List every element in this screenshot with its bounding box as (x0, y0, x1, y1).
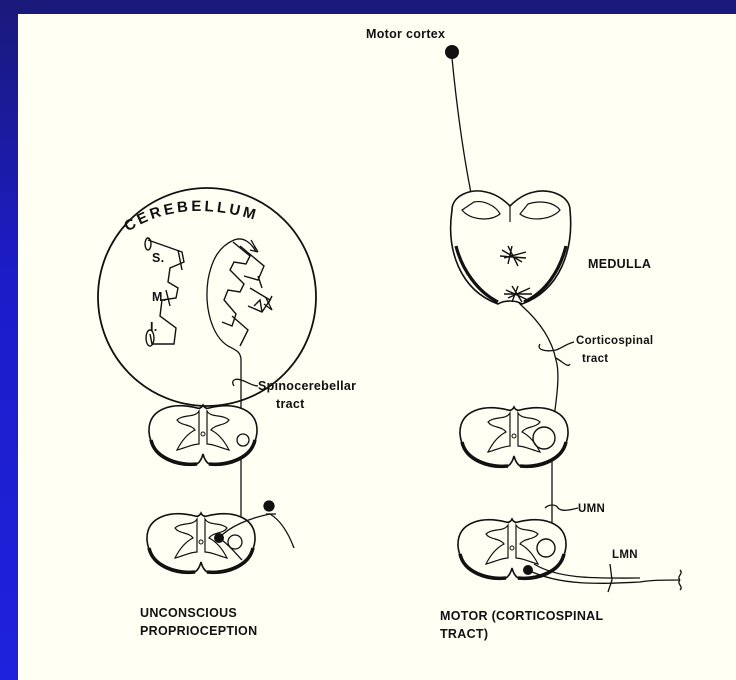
caption-right-line2: TRACT) (440, 627, 488, 641)
caption-left-line2: PROPRIOCEPTION (140, 624, 257, 638)
cerebellum-label: CEREBELLUM (121, 198, 260, 235)
label-medulla: MEDULLA (588, 257, 651, 271)
label-s: S. (152, 251, 164, 265)
cerebellum-right-folia (222, 242, 272, 346)
caption-right-line1: MOTOR (CORTICOSPINAL (440, 609, 603, 623)
label-spinocerebellar: Spinocerebellar (258, 379, 356, 393)
left-cord-section-lower (147, 513, 255, 572)
left-cord-section-upper (149, 405, 257, 464)
corticospinal-fiber (452, 58, 570, 578)
label-umn: UMN (578, 502, 605, 516)
label-lmn: LMN (612, 548, 638, 562)
spinocerebellar-bracket (233, 379, 258, 386)
label-i: I. (150, 320, 158, 334)
right-cord-section-upper (460, 407, 568, 466)
right-cord-section-lower (458, 519, 566, 578)
motor-cortex-neuron (445, 45, 459, 59)
label-motor-cortex: Motor cortex (366, 27, 445, 41)
label-spinocerebellar-tract: tract (276, 397, 305, 411)
label-corticospinal: Corticospinal (576, 334, 653, 348)
label-m: M. (152, 290, 167, 304)
corticospinal-bracket (539, 342, 574, 351)
medulla-section (451, 191, 571, 304)
label-corticospinal-tract: tract (582, 352, 608, 366)
umn-bracket (545, 505, 578, 510)
caption-left-line1: UNCONSCIOUS (140, 606, 237, 620)
